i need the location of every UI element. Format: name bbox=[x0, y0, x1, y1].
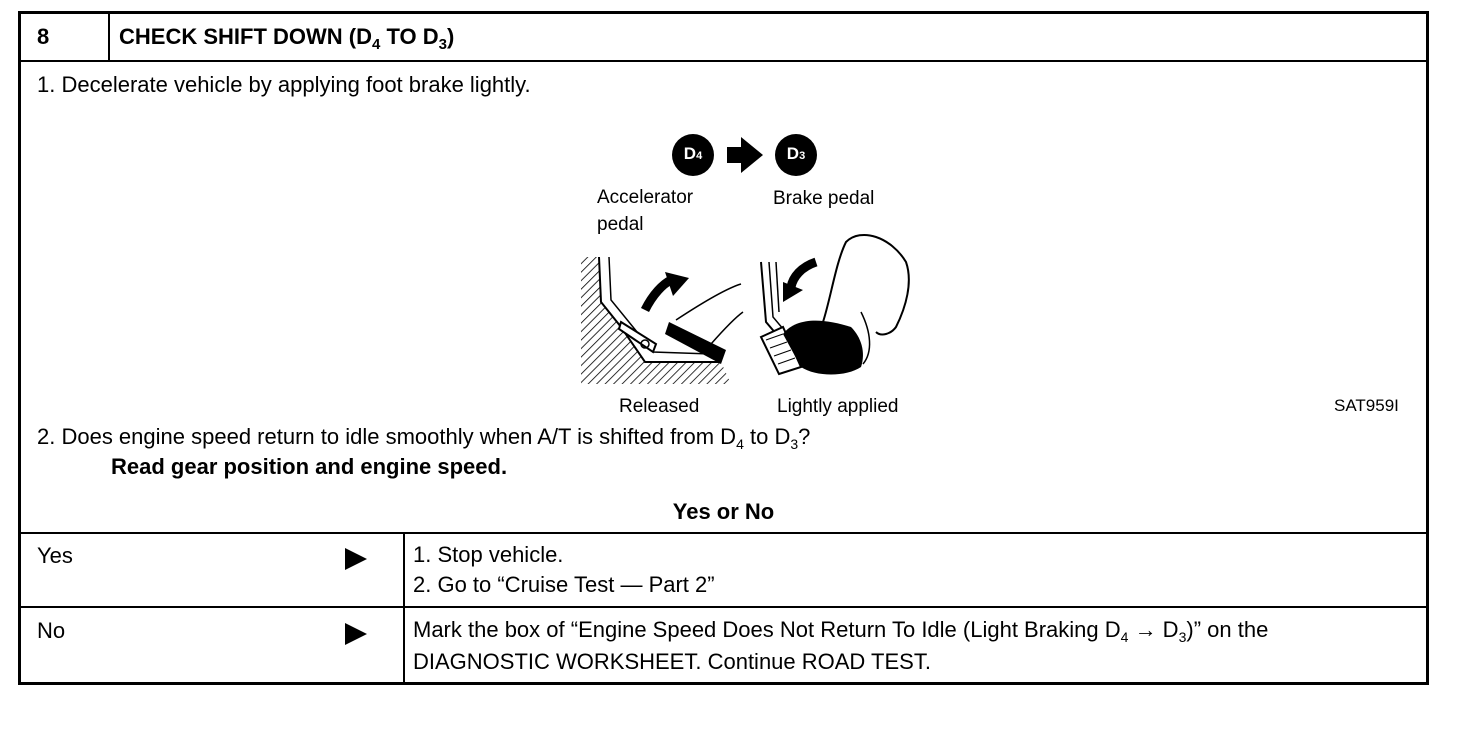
accelerator-label-line2: pedal bbox=[597, 214, 644, 235]
d4-badge-icon bbox=[672, 134, 714, 176]
yes-arrow-icon bbox=[345, 548, 367, 570]
brake-pedal-drawing bbox=[759, 233, 910, 376]
figure-code: SAT959I bbox=[1334, 396, 1399, 415]
accelerator-label-line1: Accelerator bbox=[597, 187, 694, 208]
step-title: CHECK SHIFT DOWN (D4 TO D3) bbox=[119, 24, 455, 53]
answers-mid-divider bbox=[21, 606, 1426, 608]
answers-top-divider bbox=[21, 532, 1426, 534]
d3-badge-icon bbox=[775, 134, 817, 176]
pedal-figure-svg bbox=[581, 134, 910, 384]
step-header: 8 CHECK SHIFT DOWN (D4 TO D3) bbox=[21, 14, 1426, 62]
lightly-applied-label: Lightly applied bbox=[777, 396, 899, 417]
diagnostic-step-table: 8 CHECK SHIFT DOWN (D4 TO D3) 1. Deceler… bbox=[18, 11, 1429, 685]
yes-action: 1. Stop vehicle. 2. Go to “Cruise Test —… bbox=[413, 540, 715, 600]
yes-action-line2: 2. Go to “Cruise Test — Part 2” bbox=[413, 572, 715, 597]
instruction-step-1: 1. Decelerate vehicle by applying foot b… bbox=[37, 72, 531, 97]
bold-note: Read gear position and engine speed. bbox=[111, 454, 508, 479]
yes-action-line1: 1. Stop vehicle. bbox=[413, 542, 564, 567]
no-label: No bbox=[37, 618, 66, 643]
answers-column-divider bbox=[403, 533, 405, 685]
brake-label: Brake pedal bbox=[773, 188, 875, 209]
no-action-line1: Mark the box of “Engine Speed Does Not R… bbox=[413, 617, 1269, 645]
no-action: Mark the box of “Engine Speed Does Not R… bbox=[413, 615, 1268, 677]
yes-or-no-heading: Yes or No bbox=[672, 499, 775, 524]
shift-arrow-icon bbox=[727, 137, 763, 173]
released-label: Released bbox=[619, 396, 700, 417]
no-action-line2: DIAGNOSTIC WORKSHEET. Continue ROAD TEST… bbox=[413, 649, 931, 674]
step-number: 8 bbox=[37, 24, 50, 49]
pedal-illustration: D4 D3 Accelerator pedal Brake pedal Rele… bbox=[561, 122, 921, 417]
instruction-step-2: 2. Does engine speed return to idle smoo… bbox=[37, 424, 811, 452]
accelerator-pedal-drawing bbox=[581, 256, 744, 384]
d3-badge-label: D3 bbox=[786, 144, 806, 163]
header-divider bbox=[108, 14, 110, 60]
d4-badge-label: D4 bbox=[683, 144, 703, 163]
yes-label: Yes bbox=[37, 543, 73, 568]
no-arrow-icon bbox=[345, 623, 367, 645]
